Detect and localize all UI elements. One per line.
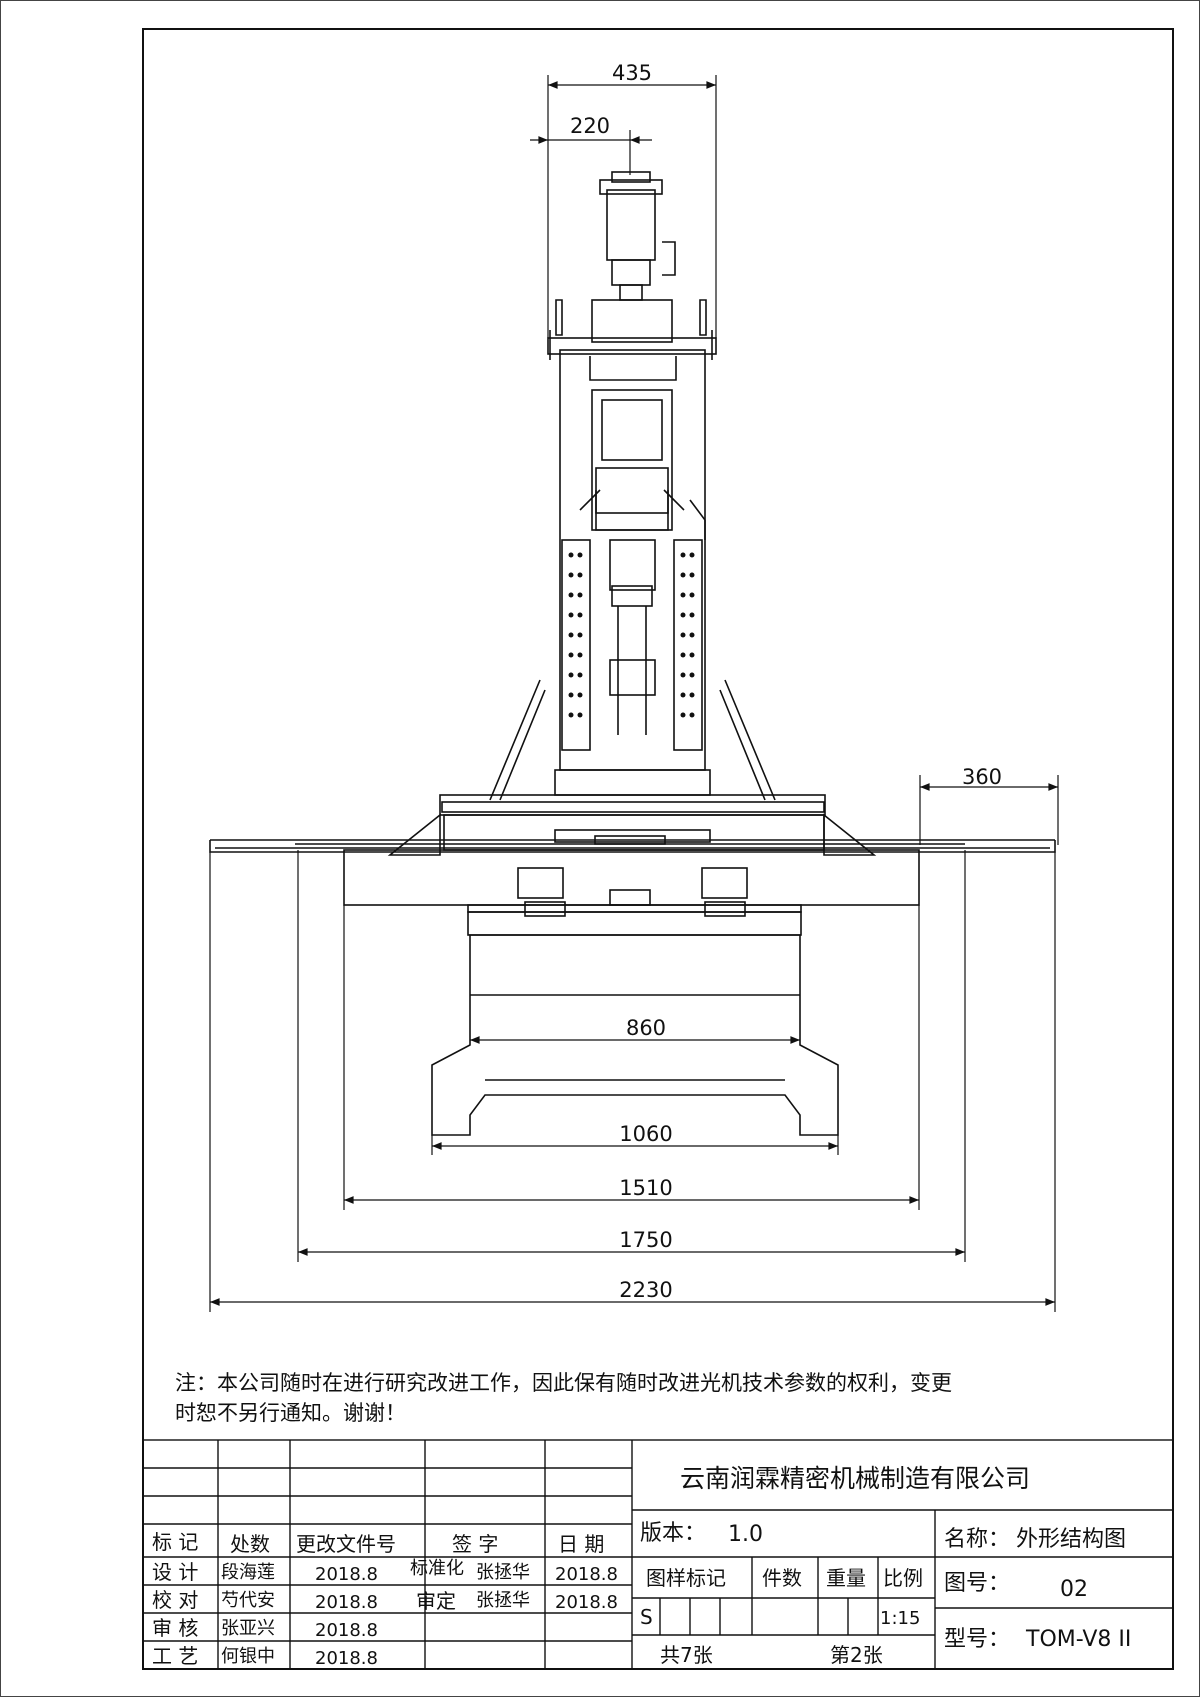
machine-outline [209, 171, 1056, 1136]
dim-1060: 1060 [619, 1122, 672, 1146]
dim-220: 220 [570, 114, 610, 138]
role-check: 校 对 [152, 1588, 198, 1612]
name-design: 段海莲 [221, 1562, 275, 1583]
col-scale: 比例 [883, 1566, 923, 1590]
col-weight: 重量 [826, 1566, 866, 1590]
title-block-text: 云南润霖精密机械制造有限公司 标 记 处数 更改文件号 签 字 日 期 设 计 … [152, 1464, 1131, 1669]
dim-1510: 1510 [619, 1176, 672, 1200]
column-bolt-holes [568, 552, 695, 718]
name-check: 芍代安 [221, 1590, 275, 1611]
worktable [343, 849, 920, 906]
base-frame [431, 934, 839, 1136]
dim-2230: 2230 [619, 1278, 672, 1302]
note: 注：本公司随时在进行研究改进工作，因此保有随时改进光机技术参数的权利，变更 时恕… [175, 1371, 952, 1425]
sheet-number: 第2张 [830, 1643, 883, 1667]
drawing-no: 02 [1060, 1577, 1088, 1602]
model-label: 型号： [944, 1627, 1010, 1652]
header-date: 日 期 [558, 1532, 604, 1556]
standardize-label: 标准化 [410, 1558, 464, 1579]
drawing-no-label: 图号： [944, 1571, 1010, 1596]
date-check: 2018.8 [315, 1592, 378, 1613]
x-axis-rails [209, 839, 1056, 853]
dim-860: 860 [626, 1016, 666, 1040]
header-count: 处数 [230, 1532, 270, 1556]
dimension-labels: 435 220 360 860 1060 1510 1750 2230 [570, 61, 1002, 1302]
approve-date: 2018.8 [555, 1592, 618, 1613]
version-value: 1.0 [728, 1522, 763, 1547]
role-process: 工 艺 [152, 1644, 198, 1668]
role-design: 设 计 [152, 1560, 198, 1584]
date-process: 2018.8 [315, 1648, 378, 1669]
header-mark: 标 记 [152, 1530, 198, 1554]
company-name: 云南润霖精密机械制造有限公司 [680, 1464, 1030, 1493]
dim-360: 360 [962, 765, 1002, 789]
standardize-date: 2018.8 [555, 1564, 618, 1585]
col-mark: 图样标记 [646, 1566, 726, 1590]
scale-value: 1:15 [880, 1608, 920, 1629]
z-motor [606, 189, 656, 261]
title-block [142, 1439, 1174, 1670]
approve-label: 审定 [416, 1589, 456, 1613]
dimension-lines [209, 75, 1059, 1312]
name-review: 张亚兴 [221, 1618, 275, 1639]
date-design: 2018.8 [315, 1564, 378, 1585]
name-process: 何银中 [221, 1646, 275, 1667]
mark-value: S [640, 1605, 653, 1629]
dim-435: 435 [612, 61, 652, 85]
role-review: 审 核 [152, 1616, 198, 1640]
version-label: 版本： [640, 1521, 706, 1546]
header-signature: 签 字 [452, 1532, 498, 1556]
note-line-1: 注：本公司随时在进行研究改进工作，因此保有随时改进光机技术参数的权利，变更 [175, 1371, 952, 1395]
col-qty: 件数 [762, 1566, 802, 1590]
dim-1750: 1750 [619, 1228, 672, 1252]
column-base [489, 679, 776, 801]
standardize-name: 张拯华 [476, 1562, 530, 1583]
model-value: TOM-V8 II [1025, 1627, 1131, 1652]
date-review: 2018.8 [315, 1620, 378, 1641]
part-name: 外形结构图 [1016, 1527, 1126, 1552]
header-change-doc: 更改文件号 [296, 1532, 396, 1556]
note-line-2: 时恕不另行通知。谢谢！ [175, 1401, 406, 1425]
total-sheets: 共7张 [660, 1643, 713, 1667]
approve-name: 张拯华 [476, 1590, 530, 1611]
part-name-label: 名称： [944, 1527, 1010, 1552]
column [559, 349, 706, 771]
